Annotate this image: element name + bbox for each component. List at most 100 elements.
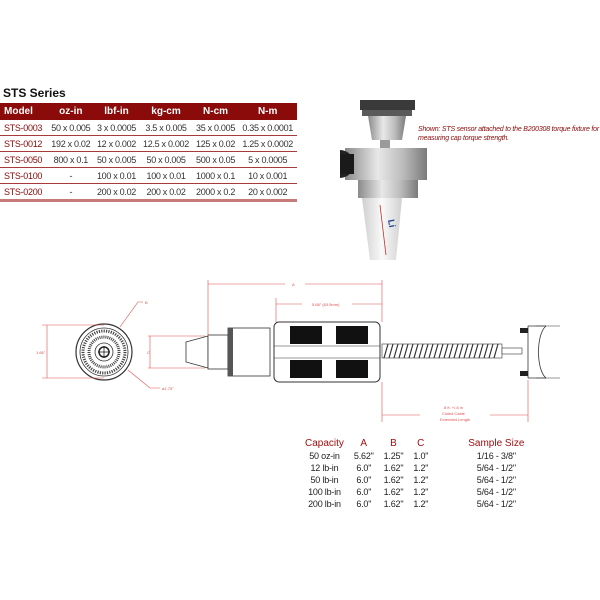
cell: - — [47, 167, 94, 184]
cell: 12.5 x 0.002 — [139, 135, 193, 152]
cell: 20 x 0.002 — [238, 183, 297, 202]
header-lbf-in: lbf-in — [93, 103, 140, 120]
cell: 12 x 0.002 — [93, 135, 140, 152]
model-cell: STS-0100 — [0, 167, 48, 184]
header-capacity: Capacity — [305, 438, 344, 449]
spacer — [433, 486, 463, 498]
cell: 1.2" — [413, 475, 429, 485]
series-title: STS Series — [3, 86, 66, 100]
cell: 500 x 0.05 — [192, 151, 239, 168]
cell: 192 x 0.02 — [47, 135, 94, 152]
cell: 35 x 0.005 — [192, 120, 239, 136]
cell: 1/16 - 3/8" — [476, 451, 516, 461]
cell: 1.62" — [383, 499, 404, 509]
label-b: B — [145, 300, 148, 305]
table-row: 12 lb-in 6.0" 1.62" 1.2" 5/64 - 1/2" — [300, 462, 529, 474]
spacer — [433, 462, 463, 474]
header-a: A — [360, 438, 368, 449]
header-n-cm: N-cm — [192, 103, 239, 120]
table-row: 200 lb-in 6.0" 1.62" 1.2" 5/64 - 1/2" — [300, 498, 529, 510]
header-sample-size: Sample Size — [468, 438, 525, 449]
cell: 12 lb-in — [310, 463, 339, 473]
body-dimension: 5.68" (63.5mm) — [312, 302, 340, 307]
cell: 1.2" — [413, 463, 429, 473]
table-row: STS-0050 800 x 0.1 50 x 0.005 50 x 0.005… — [0, 151, 297, 168]
model-cell: STS-0003 — [0, 120, 48, 136]
header-n-m: N-m — [238, 103, 297, 120]
cell: 100 x 0.01 — [93, 167, 140, 184]
cable-dimension-line3: Extended Length — [440, 417, 470, 422]
cell: 5 x 0.0005 — [238, 151, 297, 168]
cell: 100 lb-in — [308, 487, 341, 497]
cell: 200 lb-in — [308, 499, 341, 509]
spec-table: Model oz-in lbf-in kg-cm N-cm N-m STS-00… — [0, 103, 297, 202]
header-model: Model — [0, 103, 48, 120]
model-cell: STS-0200 — [0, 183, 48, 202]
cell: 6.0" — [356, 487, 372, 497]
cell: 1.62" — [383, 487, 404, 497]
diameter-dimension: ø1.75" — [162, 386, 174, 391]
cell: 2000 x 0.2 — [192, 183, 239, 202]
cell: 200 x 0.02 — [139, 183, 193, 202]
spec-header-row: Model oz-in lbf-in kg-cm N-cm N-m — [0, 103, 297, 120]
cell: 1.0" — [413, 451, 429, 461]
model-cell: STS-0012 — [0, 135, 48, 152]
height-dimension: 1.66" — [36, 350, 46, 355]
cell: - — [47, 183, 94, 202]
cable-dimension-line2: Coiled Cable — [442, 411, 466, 416]
spacer — [433, 498, 463, 510]
technical-drawing: 1.66" B ø1.75" C — [36, 280, 560, 422]
cell: 5/64 - 1/2" — [476, 499, 516, 509]
header-c: C — [417, 438, 425, 449]
cell: 3 x 0.0005 — [93, 120, 140, 136]
cell: 3.5 x 0.005 — [139, 120, 193, 136]
side-view — [185, 321, 560, 383]
table-row: STS-0003 50 x 0.005 3 x 0.0005 3.5 x 0.0… — [0, 120, 297, 136]
header-oz-in: oz-in — [47, 103, 94, 120]
svg-text:Li: Li — [386, 219, 397, 229]
cell: 1000 x 0.1 — [192, 167, 239, 184]
cell: 50 x 0.005 — [93, 151, 140, 168]
end-view — [75, 323, 133, 381]
table-row: STS-0100 - 100 x 0.01 100 x 0.01 1000 x … — [0, 167, 297, 184]
cell: 100 x 0.01 — [139, 167, 193, 184]
cell: 5/64 - 1/2" — [476, 463, 516, 473]
photo-caption: Shown: STS sensor attached to the B20030… — [418, 126, 600, 142]
cell: 50 lb-in — [310, 475, 339, 485]
cell: 0.35 x 0.0001 — [238, 120, 297, 136]
cell: 5/64 - 1/2" — [476, 475, 516, 485]
cell: 800 x 0.1 — [47, 151, 94, 168]
cable-dimension-line1: 8 ft. +/-6 in — [444, 405, 463, 410]
cell: 5/64 - 1/2" — [476, 487, 516, 497]
cell: 1.62" — [383, 463, 404, 473]
cell: 50 x 0.005 — [139, 151, 193, 168]
label-a: A — [292, 282, 295, 287]
table-row: 50 oz-in 5.62" 1.25" 1.0" 1/16 - 3/8" — [300, 450, 529, 462]
table-row: 50 lb-in 6.0" 1.62" 1.2" 5/64 - 1/2" — [300, 474, 529, 486]
model-cell: STS-0050 — [0, 151, 48, 168]
table-row: STS-0012 192 x 0.02 12 x 0.002 12.5 x 0.… — [0, 135, 297, 152]
header-b: B — [390, 438, 397, 449]
cell: 1.25 x 0.0002 — [238, 135, 297, 152]
label-c: C — [147, 350, 150, 355]
spacer — [433, 474, 463, 486]
header-kg-cm: kg-cm — [139, 103, 193, 120]
product-photo: Li — [340, 100, 427, 260]
spacer — [433, 437, 463, 450]
cell: 6.0" — [356, 463, 372, 473]
cell: 5.62" — [353, 451, 374, 461]
capacity-header-row: Capacity A B C Sample Size — [300, 437, 529, 450]
cell: 125 x 0.02 — [192, 135, 239, 152]
capacity-table: Capacity A B C Sample Size 50 oz-in 5.62… — [300, 437, 529, 510]
cell: 50 oz-in — [309, 451, 340, 461]
cell: 200 x 0.02 — [93, 183, 140, 202]
table-row: 100 lb-in 6.0" 1.62" 1.2" 5/64 - 1/2" — [300, 486, 529, 498]
cell: 1.2" — [413, 499, 429, 509]
cell: 1.2" — [413, 487, 429, 497]
spacer — [433, 450, 463, 462]
cell: 6.0" — [356, 499, 372, 509]
cell: 1.25" — [383, 451, 404, 461]
cell: 1.62" — [383, 475, 404, 485]
cell: 6.0" — [356, 475, 372, 485]
table-row: STS-0200 - 200 x 0.02 200 x 0.02 2000 x … — [0, 183, 297, 202]
